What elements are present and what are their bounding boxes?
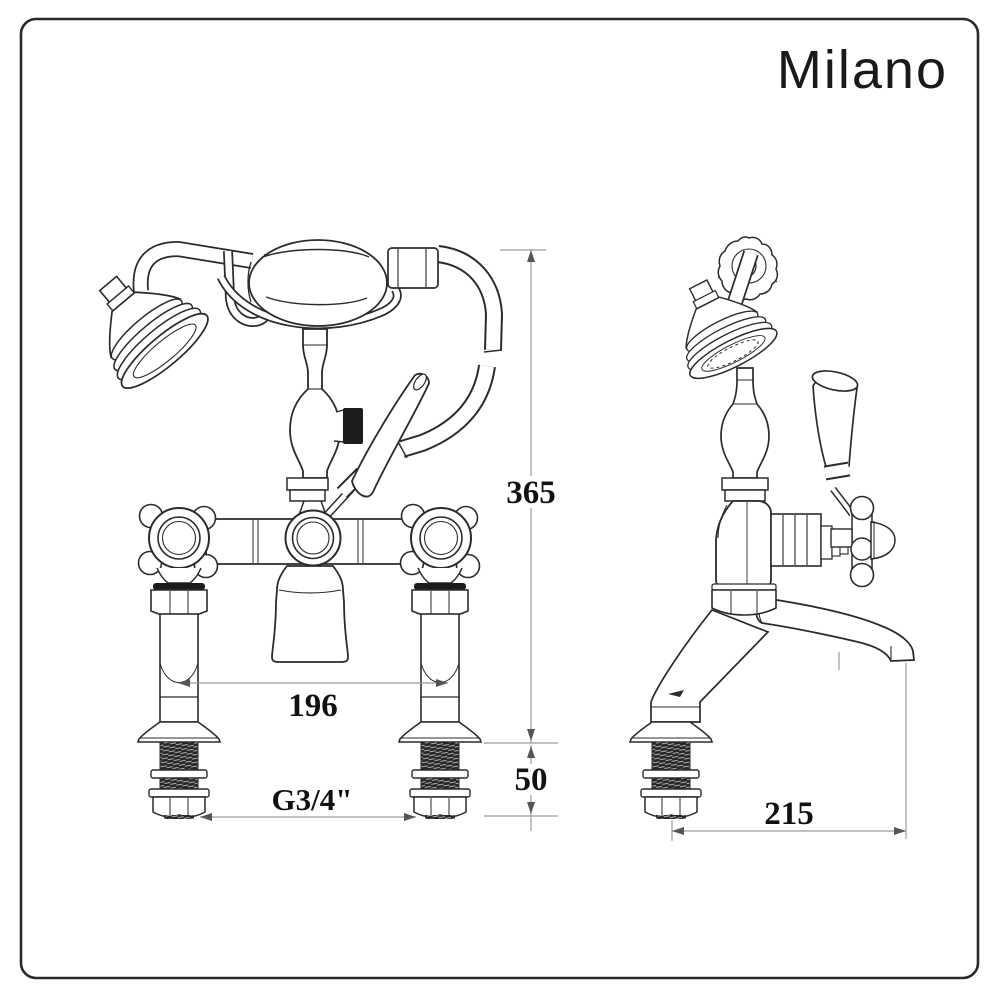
hose-nut <box>387 247 439 289</box>
dim-label-inlet-centres: 196 <box>288 688 338 724</box>
diverter-band <box>343 408 363 444</box>
dimension-196: 196 <box>178 679 448 724</box>
dim-label-thread: G3/4" <box>272 782 353 817</box>
spout-side <box>754 595 916 662</box>
dimension-thread: G3/4" <box>200 782 416 821</box>
diverter-boss <box>284 509 342 567</box>
hot-handle <box>139 505 218 578</box>
dim-label-deck-clearance: 50 <box>515 762 548 798</box>
front-view <box>65 239 504 820</box>
handset-handle <box>132 240 254 292</box>
shower-hose <box>396 245 504 459</box>
shower-head-side <box>654 261 784 388</box>
spout-front <box>271 565 349 663</box>
riser-column <box>286 328 363 516</box>
inlet-leg-side <box>629 608 770 820</box>
diverter-lever-side <box>811 370 859 517</box>
cross-handle-side <box>830 495 896 588</box>
brand-logo: Milano <box>777 40 948 100</box>
side-view <box>629 236 916 820</box>
dim-label-height: 365 <box>506 475 556 511</box>
riser-column-side <box>720 367 770 515</box>
dim-label-projection: 215 <box>764 796 814 832</box>
page-border <box>19 17 980 980</box>
cold-handle <box>401 505 480 578</box>
dimension-215: 215 <box>671 663 907 841</box>
inlet-leg-right <box>398 567 482 820</box>
body-nut-side <box>711 583 777 616</box>
handset-grip <box>247 239 388 327</box>
dimension-50: 50 <box>484 742 558 831</box>
handset-handle-side <box>727 250 759 305</box>
inlet-leg-left <box>137 567 221 820</box>
valve-body-side <box>715 500 849 590</box>
dimension-365: 365 <box>500 249 556 743</box>
